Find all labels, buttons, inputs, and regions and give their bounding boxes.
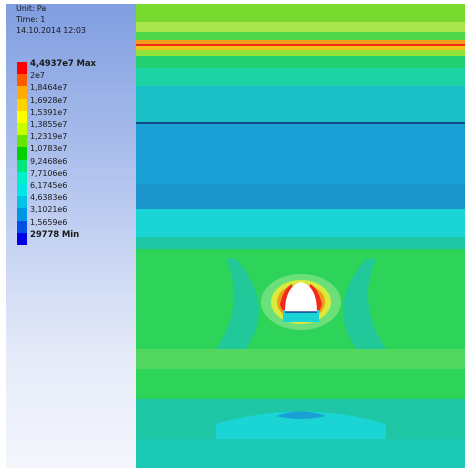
top-band-4 — [136, 40, 465, 44]
legend-swatch — [17, 98, 27, 111]
contour-plot-svg — [136, 4, 465, 468]
legend-label: 1,6928e7 — [30, 95, 68, 105]
time-label: Time: 1 — [16, 15, 46, 24]
upper-blue-region — [136, 124, 465, 184]
teal-patch-left — [216, 259, 259, 349]
legend-swatch — [17, 110, 27, 123]
top-band-2 — [136, 22, 465, 32]
legend-swatch — [17, 86, 27, 99]
legend-swatch — [17, 171, 27, 184]
lower-blue-lobe — [136, 184, 465, 230]
legend-swatch — [17, 184, 27, 197]
bottom-band — [136, 439, 465, 468]
tunnel-opening — [285, 282, 317, 312]
legend-label: 1,0783e7 — [30, 144, 68, 154]
legend-swatch — [17, 74, 27, 87]
contour-plot[interactable] — [136, 4, 465, 468]
legend-label: 6,1745e6 — [30, 181, 68, 190]
top-band-7 — [136, 50, 465, 56]
legend-label: 1,3855e7 — [30, 120, 68, 129]
legend-label: 1,2319e7 — [30, 132, 68, 142]
legend-swatch — [17, 196, 27, 209]
legend-swatch — [17, 220, 27, 233]
legend-swatch — [17, 208, 27, 221]
unit-label: Unit: Pa — [16, 4, 47, 13]
top-band-3 — [136, 32, 465, 40]
legend-label: 7,7106e6 — [30, 168, 68, 178]
top-band-6 — [136, 46, 465, 50]
date-label: 14.10.2014 12:03 — [16, 26, 86, 35]
legend-swatch — [17, 147, 27, 160]
top-band-9 — [136, 68, 465, 86]
legend-label: 3,1021e6 — [30, 205, 68, 215]
legend-swatch — [17, 135, 27, 148]
lower-blue-lobe-small — [276, 411, 326, 419]
top-band-1 — [136, 4, 465, 22]
teal-patch-right — [343, 259, 386, 349]
legend-swatch — [17, 159, 27, 172]
legend-label: 29778 Min — [30, 229, 80, 240]
top-band-8 — [136, 56, 465, 68]
top-band-10 — [136, 86, 465, 122]
legend-label: 2e7 — [30, 71, 45, 81]
legend-label: 1,8464e7 — [30, 83, 68, 93]
tunnel-base-cyan — [283, 310, 319, 322]
legend-label: 4,6383e6 — [30, 193, 68, 203]
legend-label: 9,2468e6 — [30, 156, 68, 166]
legend-swatch — [17, 232, 27, 245]
legend-label: 4,4937e7 Max — [30, 59, 96, 69]
legend-label: 1,5391e7 — [30, 107, 68, 117]
legend-swatch — [17, 123, 27, 136]
lower-band-green — [136, 369, 465, 399]
cyan-teal-band — [136, 237, 465, 249]
legend-label: 1,5659e6 — [30, 217, 68, 227]
legend-panel: Unit: Pa Time: 1 14.10.2014 12:03 4,4937… — [6, 4, 136, 468]
top-band-5 — [136, 44, 465, 46]
cyan-band — [136, 209, 465, 237]
legend-swatch — [17, 62, 27, 75]
lower-band-light-green — [136, 349, 465, 369]
